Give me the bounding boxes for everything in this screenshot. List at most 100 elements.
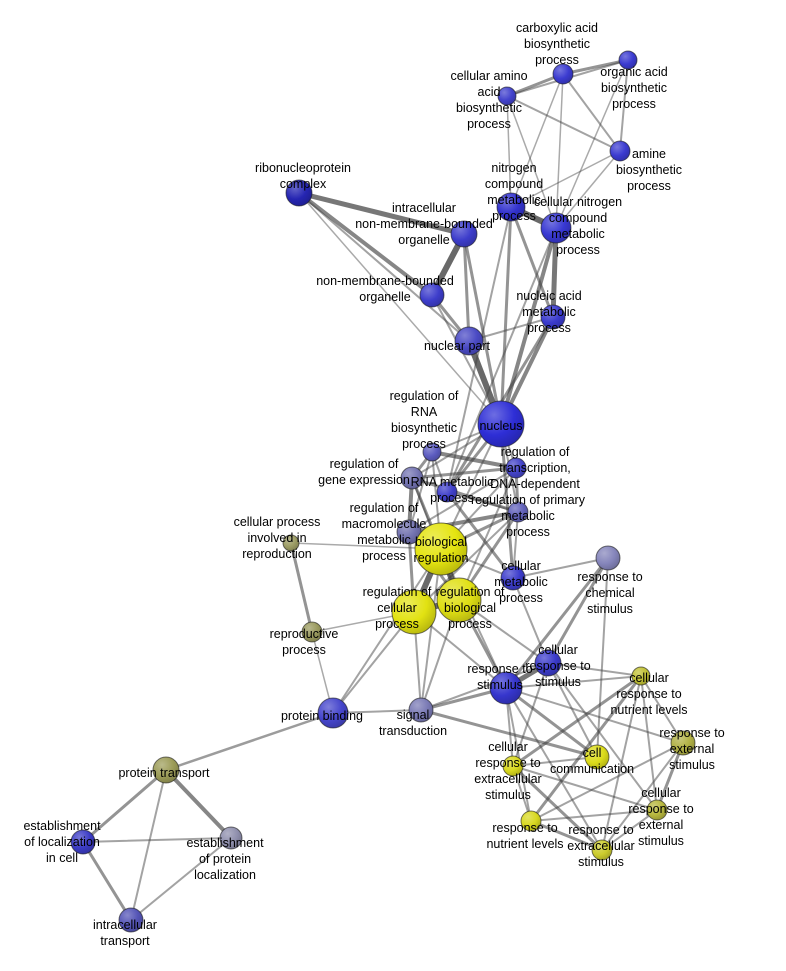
edge-cab--cncm xyxy=(555,73,564,229)
edge-rs--cc xyxy=(504,686,599,759)
edge-rrb--rtd xyxy=(430,450,518,470)
node-rcp[interactable]: regulation of cellular process xyxy=(391,589,437,635)
node-nam[interactable]: nucleic acid metabolic process xyxy=(540,304,566,330)
edge-cpr--rp xyxy=(289,541,314,634)
label-pb: protein binding xyxy=(281,709,363,723)
edge-rnp--nuc xyxy=(298,192,502,425)
node-nuc[interactable]: nucleus xyxy=(477,400,525,448)
node-inmb[interactable]: intracellular non-membrane-bounded organ… xyxy=(450,220,478,248)
node-st[interactable]: signal transduction xyxy=(408,697,434,723)
node-rnl[interactable]: response to nutrient levels xyxy=(520,810,542,832)
node-elc[interactable]: establishment of localization in cell xyxy=(70,829,96,855)
edge-caab--ncm xyxy=(506,95,512,208)
edge-rtd--rbp xyxy=(458,467,517,601)
node-caab[interactable]: cellular amino acid biosynthetic process xyxy=(497,86,517,106)
edge-elc--it xyxy=(81,840,133,922)
edge-cres_ex--rexs xyxy=(511,764,604,852)
edge-cab--ncm xyxy=(510,73,564,208)
node-pt[interactable]: protein transport xyxy=(152,756,180,784)
edge-crs--cres_ext xyxy=(547,662,658,811)
edge-cncm--nuc xyxy=(499,226,558,426)
node-rge[interactable]: regulation of gene expression xyxy=(400,466,424,490)
edge-crnl--rnl xyxy=(529,674,643,823)
node-ab[interactable]: amine biosynthetic process xyxy=(609,140,631,162)
edge-rcs--rs xyxy=(504,556,610,690)
node-rmp[interactable]: RNA metabolic process xyxy=(436,481,458,503)
node-cmp[interactable]: cellular metabolic process xyxy=(500,565,526,591)
edge-rexs--cres_ext xyxy=(601,809,658,851)
label-np: nuclear part xyxy=(424,339,491,353)
edge-inmb--np xyxy=(462,232,471,343)
node-cc[interactable]: cell communication xyxy=(584,744,610,770)
node-it[interactable]: intracellular transport xyxy=(118,907,144,933)
edge-crnl--cres_ext xyxy=(640,675,658,811)
node-cpr[interactable]: cellular process involved in reproductio… xyxy=(282,534,300,552)
edge-cres_ex--cres_ext xyxy=(512,765,658,811)
edge-elc--epl xyxy=(82,837,232,843)
node-layer: carboxylic acid biosynthetic process orga… xyxy=(70,50,696,933)
node-crs[interactable]: cellular response to stimulus xyxy=(534,649,562,677)
node-cres_ext[interactable]: cellular response to external stimulus xyxy=(646,799,668,821)
node-nmb[interactable]: non-membrane-bounded organelle xyxy=(419,282,445,308)
node-rexs[interactable]: response to extracellular stimulus xyxy=(591,839,613,861)
node-res[interactable]: response to external stimulus xyxy=(670,730,696,756)
node-cab[interactable]: carboxylic acid biosynthetic process xyxy=(552,63,574,85)
edge-crnl--rexs xyxy=(601,675,642,851)
edge-rge--rpm xyxy=(410,476,520,514)
edge-cncm--rmp xyxy=(446,227,557,493)
node-rp[interactable]: reproductive process xyxy=(301,621,323,643)
edge-crs--cc xyxy=(547,662,598,758)
node-rbp[interactable]: regulation of biological process xyxy=(436,577,482,623)
node-rpm[interactable]: regulation of primary metabolic process xyxy=(507,501,529,523)
edge-cc--st xyxy=(419,708,599,759)
edge-rs--rexs xyxy=(505,687,603,851)
edge-ab--cncm xyxy=(555,150,621,229)
node-rrb[interactable]: regulation of RNA biosynthetic process xyxy=(422,442,442,462)
edge-rrb--rmm xyxy=(408,451,433,533)
edge-cmp--crs xyxy=(512,577,549,664)
node-rnp[interactable]: ribonucleoprotein complex xyxy=(285,179,313,207)
edge-ncm--nam xyxy=(509,205,555,319)
edge-rnl--rexs xyxy=(529,819,604,852)
node-crnl[interactable]: cellular response to nutrient levels xyxy=(631,666,651,686)
edge-rpm--rcp xyxy=(413,511,519,613)
node-rcs[interactable]: response to chemical stimulus xyxy=(595,545,621,571)
node-br[interactable]: biological regulation xyxy=(414,522,468,576)
node-rs[interactable]: response to stimulus xyxy=(489,671,523,705)
edge-oab--ab xyxy=(619,59,629,152)
node-cncm[interactable]: cellular nitrogen compound metabolic pro… xyxy=(540,212,572,244)
node-epl[interactable]: establishment of protein localization xyxy=(219,826,243,850)
edge-np--nam xyxy=(468,316,554,342)
node-oab[interactable]: organic acid biosynthetic process xyxy=(618,50,638,70)
node-np[interactable]: nuclear part xyxy=(454,326,484,356)
node-ncm[interactable]: nitrogen compound metabolic process xyxy=(496,192,526,222)
edge-cmp--rcs xyxy=(512,557,609,579)
edge-rcs--cc xyxy=(596,557,609,758)
edge-crnl--cres_ex xyxy=(511,674,643,768)
edge-pt--elc xyxy=(81,768,168,844)
node-pb[interactable]: protein binding xyxy=(317,697,349,729)
edge-pt--epl xyxy=(164,768,233,840)
node-cres_ex[interactable]: cellular response to extracellular stimu… xyxy=(502,755,524,777)
node-rtd[interactable]: regulation of transcription, DNA-depende… xyxy=(505,457,527,479)
edge-cres_ex--cc xyxy=(512,756,598,767)
edge-oab--cncm xyxy=(555,59,629,229)
